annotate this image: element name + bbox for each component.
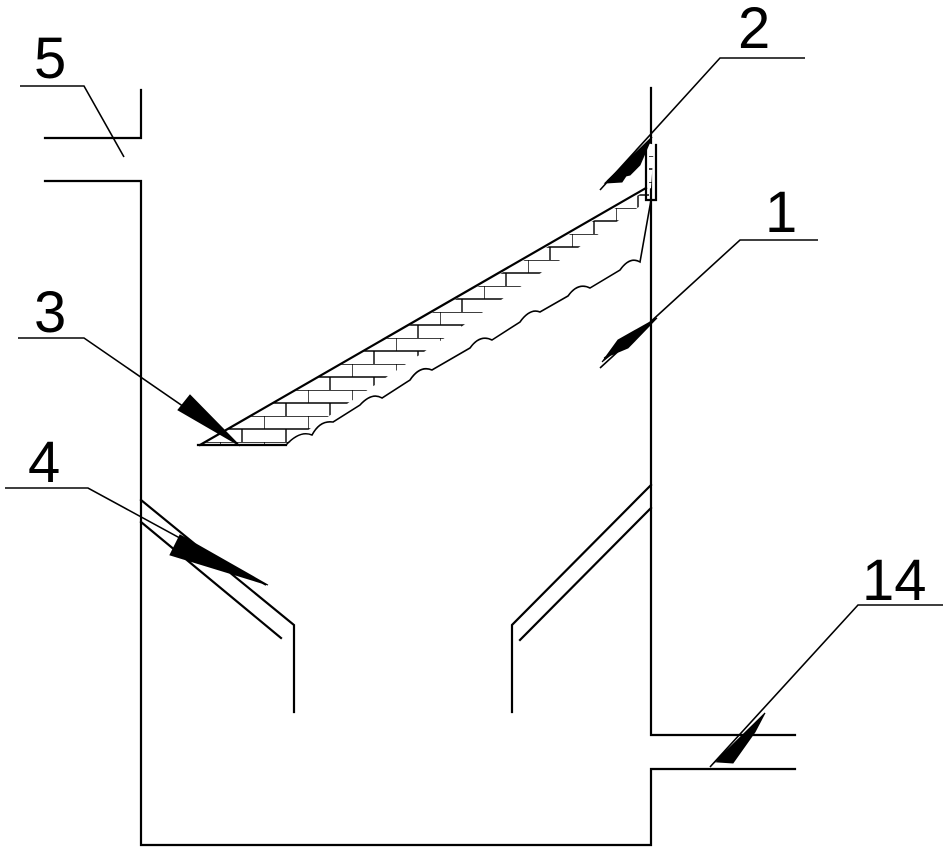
label-4: 4 [28,430,60,495]
inlet-pipe-upper [43,88,143,140]
left-baffle-outer [139,498,296,714]
arrow-3 [177,394,241,447]
left-baffle-inner [139,520,283,640]
label-1: 1 [765,180,797,245]
plate-top-end [644,143,658,202]
plate-upper-edge [198,186,648,447]
tank-body [43,86,797,847]
leader-5 [20,85,125,158]
arrow-14-body [713,712,766,764]
arrow-4 [169,534,269,586]
brick-hatch-fill [200,143,654,445]
leader-14 [709,604,943,768]
leader-3 [18,337,233,441]
label-2: 2 [738,0,770,61]
right-baffle-inner [518,506,653,642]
label-14: 14 [862,548,927,613]
arrow-2-body [603,136,653,184]
arrowheads [169,136,766,764]
labels: 5 2 1 3 4 14 [28,0,927,613]
inclined-filter-plate [196,143,658,447]
leader-2 [599,57,805,191]
leader-lines [5,57,943,768]
leader-1 [599,239,818,369]
label-5: 5 [34,26,66,91]
tank-left-wall [43,179,797,847]
arrow-1-body [601,317,658,363]
label-3: 3 [34,280,66,345]
plate-lower-edge-scalloped [285,199,652,446]
funnel-baffles [139,483,653,714]
right-baffle-outer [510,483,653,714]
